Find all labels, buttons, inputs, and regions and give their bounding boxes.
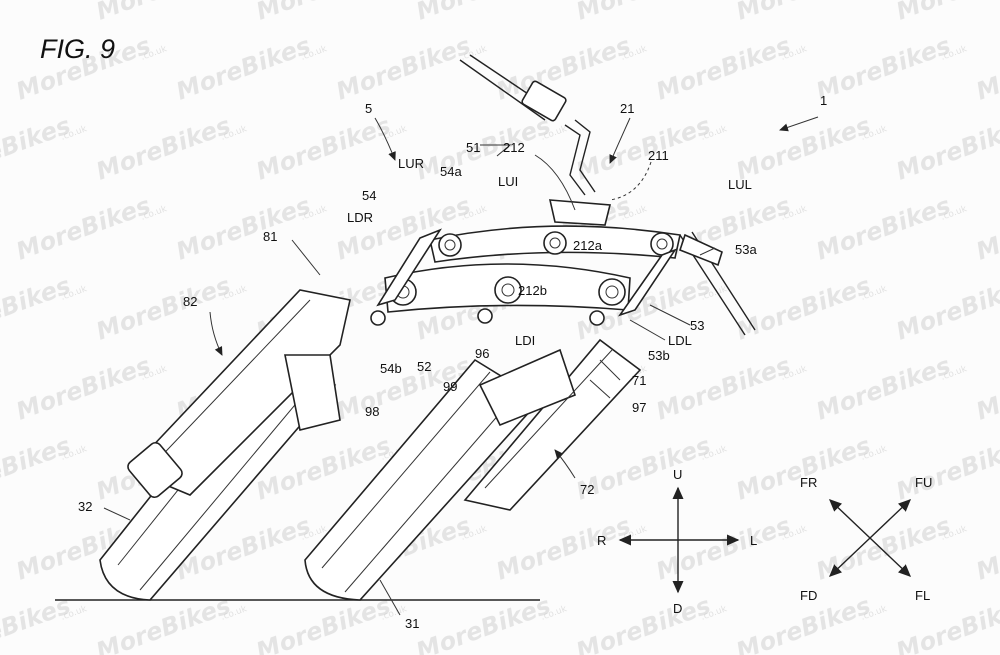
- watermark-text: MoreBikes: [172, 31, 314, 105]
- watermark-text: MoreBikes: [812, 191, 954, 265]
- label-53b: 53b: [648, 348, 670, 363]
- watermark-text: MoreBikes: [412, 591, 554, 655]
- watermark-text: MoreBikes: [652, 351, 794, 425]
- watermark-text: MoreBikes: [892, 431, 1000, 505]
- watermark-text: MoreBikes: [732, 431, 874, 505]
- watermark-text: MoreBikes: [892, 0, 1000, 26]
- watermark-text: MoreBikes: [892, 271, 1000, 345]
- axis-up-label: U: [673, 467, 682, 482]
- axis-fl-label: FL: [915, 588, 930, 603]
- label-81: 81: [263, 229, 277, 244]
- watermark-text: MoreBikes: [12, 191, 154, 265]
- inner-fork-72: [463, 338, 642, 511]
- watermark-text: MoreBikes: [0, 111, 74, 185]
- watermark-text: MoreBikes: [92, 0, 234, 26]
- bracket-53a: [679, 233, 723, 267]
- watermark-text: MoreBikes: [972, 351, 1000, 425]
- watermark-text: MoreBikes: [0, 591, 74, 655]
- watermark-text: MoreBikes: [972, 511, 1000, 585]
- label-99: 99: [443, 379, 457, 394]
- axis-fu-label: FU: [915, 475, 932, 490]
- label-31: 31: [405, 616, 419, 631]
- label-212a: 212a: [573, 238, 603, 253]
- label-212: 212: [503, 140, 525, 155]
- watermark-text: MoreBikes: [572, 0, 714, 26]
- watermark-text: MoreBikes: [652, 31, 794, 105]
- right-fork-tube-31: [304, 358, 542, 601]
- label-21: 21: [620, 101, 634, 116]
- side-member-53: [617, 248, 678, 317]
- figure-title: FIG. 9: [40, 34, 115, 64]
- watermark-text: MoreBikes: [12, 351, 154, 425]
- watermark-text: MoreBikes: [92, 271, 234, 345]
- watermark-text: MoreBikes: [252, 111, 394, 185]
- label-54b: 54b: [380, 361, 402, 376]
- watermark-text: MoreBikes: [252, 591, 394, 655]
- leader-lines: [103, 116, 819, 616]
- upper-cross-member-51: [429, 225, 681, 263]
- axis-left-label: L: [750, 533, 757, 548]
- label-54: 54: [362, 188, 376, 203]
- label-51: 51: [466, 140, 480, 155]
- label-82: 82: [183, 294, 197, 309]
- label-98: 98: [365, 404, 379, 419]
- watermark-text: MoreBikes: [0, 271, 74, 345]
- label-LUL: LUL: [728, 177, 752, 192]
- watermark-text: MoreBikes: [812, 351, 954, 425]
- watermark-text: MoreBikes: [92, 111, 234, 185]
- label-1: 1: [820, 93, 827, 108]
- label-LDL: LDL: [668, 333, 692, 348]
- watermark-text: MoreBikes: [812, 31, 954, 105]
- watermark-text: MoreBikes: [972, 31, 1000, 105]
- watermark-text: MoreBikes: [972, 191, 1000, 265]
- watermark-text: MoreBikes: [412, 111, 554, 185]
- watermark-text: MoreBikes: [412, 0, 554, 26]
- watermark-text: MoreBikes: [892, 591, 1000, 655]
- label-72: 72: [580, 482, 594, 497]
- watermark-text: MoreBikes: [92, 591, 234, 655]
- label-212b: 212b: [518, 283, 547, 298]
- direction-cross: [618, 486, 740, 594]
- label-LDI: LDI: [515, 333, 535, 348]
- direction-diagonal: [828, 499, 912, 577]
- label-53a: 53a: [735, 242, 757, 257]
- axis-down-label: D: [673, 601, 682, 616]
- watermark-text: MoreBikes: [332, 31, 474, 105]
- watermark-text: MoreBikes: [572, 111, 714, 185]
- watermark-text: MoreBikes: [252, 0, 394, 26]
- watermark-text: MoreBikes: [732, 271, 874, 345]
- outer-fork-82: [127, 289, 351, 499]
- watermark-text: MoreBikes: [0, 0, 74, 26]
- watermark-text: MoreBikes: [572, 591, 714, 655]
- watermark-text: MoreBikes: [812, 511, 954, 585]
- label-LDR: LDR: [347, 210, 373, 225]
- label-5: 5: [365, 101, 372, 116]
- label-LUR: LUR: [398, 156, 424, 171]
- watermark-text: MoreBikes: [652, 511, 794, 585]
- label-96: 96: [475, 346, 489, 361]
- label-LUI: LUI: [498, 174, 518, 189]
- label-52: 52: [417, 359, 431, 374]
- watermark-text: MoreBikes: [0, 431, 74, 505]
- watermark-text: MoreBikes: [492, 511, 634, 585]
- label-54a: 54a: [440, 164, 462, 179]
- axis-fr-label: FR: [800, 475, 817, 490]
- label-71: 71: [632, 373, 646, 388]
- axis-fd-label: FD: [800, 588, 817, 603]
- watermark-text: MoreBikes: [172, 191, 314, 265]
- watermark-text: MoreBikes: [892, 111, 1000, 185]
- label-32: 32: [78, 499, 92, 514]
- lower-cross-member-52: [370, 263, 631, 326]
- label-53: 53: [690, 318, 704, 333]
- side-member-54: [376, 228, 443, 307]
- watermark-text: MoreBikes: [732, 0, 874, 26]
- label-211: 211: [648, 148, 669, 163]
- watermark-text: MoreBikes: [492, 31, 634, 105]
- axis-right-label: R: [597, 533, 606, 548]
- label-97: 97: [632, 400, 646, 415]
